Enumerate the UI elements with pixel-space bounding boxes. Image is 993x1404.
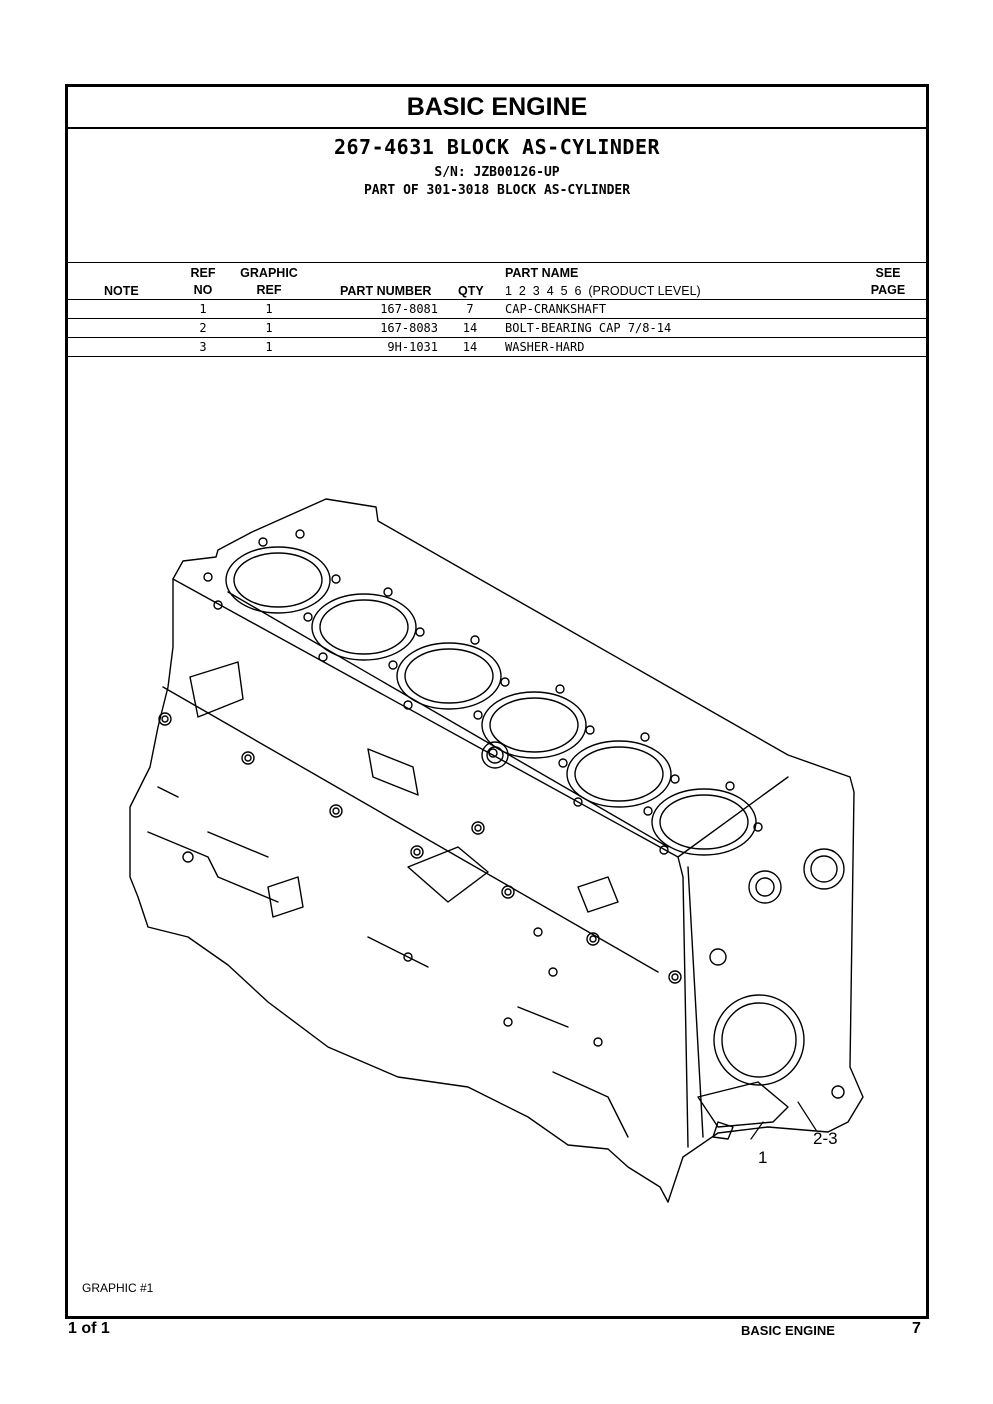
graphic-ref-cell: 1 bbox=[265, 340, 273, 354]
section-title: BASIC ENGINE bbox=[406, 93, 588, 121]
ref-no-cell: 2 bbox=[199, 321, 207, 335]
table-header-row: NOTE REF NO GRAPHIC REF PART NUMBER QTY … bbox=[68, 263, 926, 300]
graphic-ref-cell: 1 bbox=[265, 302, 273, 316]
section-title-band: BASIC ENGINE bbox=[68, 87, 926, 129]
part-name-cell: BOLT-BEARING CAP 7/8-14 bbox=[505, 321, 672, 335]
assembly-title: 267-4631 BLOCK AS-CYLINDER bbox=[333, 135, 661, 159]
graphic-label: GRAPHIC #1 bbox=[82, 1281, 154, 1295]
parts-table: NOTE REF NO GRAPHIC REF PART NUMBER QTY … bbox=[68, 262, 926, 357]
side-boss-features bbox=[158, 661, 682, 1047]
page-number: 7 bbox=[912, 1320, 921, 1337]
header-part-number: PART NUMBER bbox=[340, 284, 432, 298]
header-see-page-line2: PAGE bbox=[870, 283, 906, 297]
table-row: 1 1 167-8081 7 CAP-CRANKSHAFT bbox=[68, 300, 926, 319]
part-number-cell: 167-8081 bbox=[380, 302, 438, 316]
assembly-header: 267-4631 BLOCK AS-CYLINDER S/N: JZB00126… bbox=[68, 129, 926, 198]
part-number-cell: 167-8083 bbox=[380, 321, 438, 335]
table-row: 2 1 167-8083 14 BOLT-BEARING CAP 7/8-14 bbox=[68, 319, 926, 338]
head-bolt-holes bbox=[203, 529, 763, 855]
parent-assembly: PART OF 301-3018 BLOCK AS-CYLINDER bbox=[363, 183, 631, 198]
callout-item-2-3: 2-3 bbox=[813, 1129, 838, 1148]
ref-no-cell: 3 bbox=[199, 340, 207, 354]
part-number-cell: 9H-1031 bbox=[387, 340, 438, 354]
callout-item-1: 1 bbox=[758, 1148, 767, 1167]
header-product-level: 1 2 3 4 5 6 (PRODUCT LEVEL) bbox=[505, 284, 701, 298]
qty-cell: 14 bbox=[462, 321, 478, 335]
callout-leaders bbox=[750, 1101, 817, 1140]
part-name-cell: WASHER-HARD bbox=[505, 340, 585, 354]
serial-number-range: S/N: JZB00126-UP bbox=[434, 165, 560, 180]
header-ref-no-line1: REF bbox=[190, 266, 216, 280]
qty-cell: 7 bbox=[466, 302, 474, 316]
header-part-name: PART NAME bbox=[505, 266, 579, 280]
cylinder-bores bbox=[225, 546, 757, 856]
header-see-page-line1: SEE bbox=[875, 266, 901, 280]
header-ref-no-line2: NO bbox=[193, 283, 213, 297]
header-graphic-ref-line1: GRAPHIC bbox=[240, 266, 298, 280]
header-note: NOTE bbox=[104, 284, 139, 298]
cylinder-block-outline bbox=[129, 498, 864, 1203]
ref-no-cell: 1 bbox=[199, 302, 207, 316]
page-count: 1 of 1 bbox=[68, 1320, 110, 1337]
graphic-ref-cell: 1 bbox=[265, 321, 273, 335]
page-footer: 1 of 1 BASIC ENGINE 7 bbox=[0, 1318, 993, 1348]
front-face-features bbox=[697, 848, 845, 1140]
parts-page-frame: BASIC ENGINE 267-4631 BLOCK AS-CYLINDER … bbox=[65, 84, 929, 1319]
qty-cell: 14 bbox=[462, 340, 478, 354]
part-name-cell: CAP-CRANKSHAFT bbox=[505, 302, 607, 316]
footer-section-name: BASIC ENGINE bbox=[741, 1323, 835, 1338]
header-graphic-ref-line2: REF bbox=[256, 283, 282, 297]
header-qty: QTY bbox=[458, 284, 484, 298]
engine-block-illustration: 1 2-3 bbox=[129, 498, 864, 1203]
table-row: 3 1 9H-1031 14 WASHER-HARD bbox=[68, 338, 926, 357]
